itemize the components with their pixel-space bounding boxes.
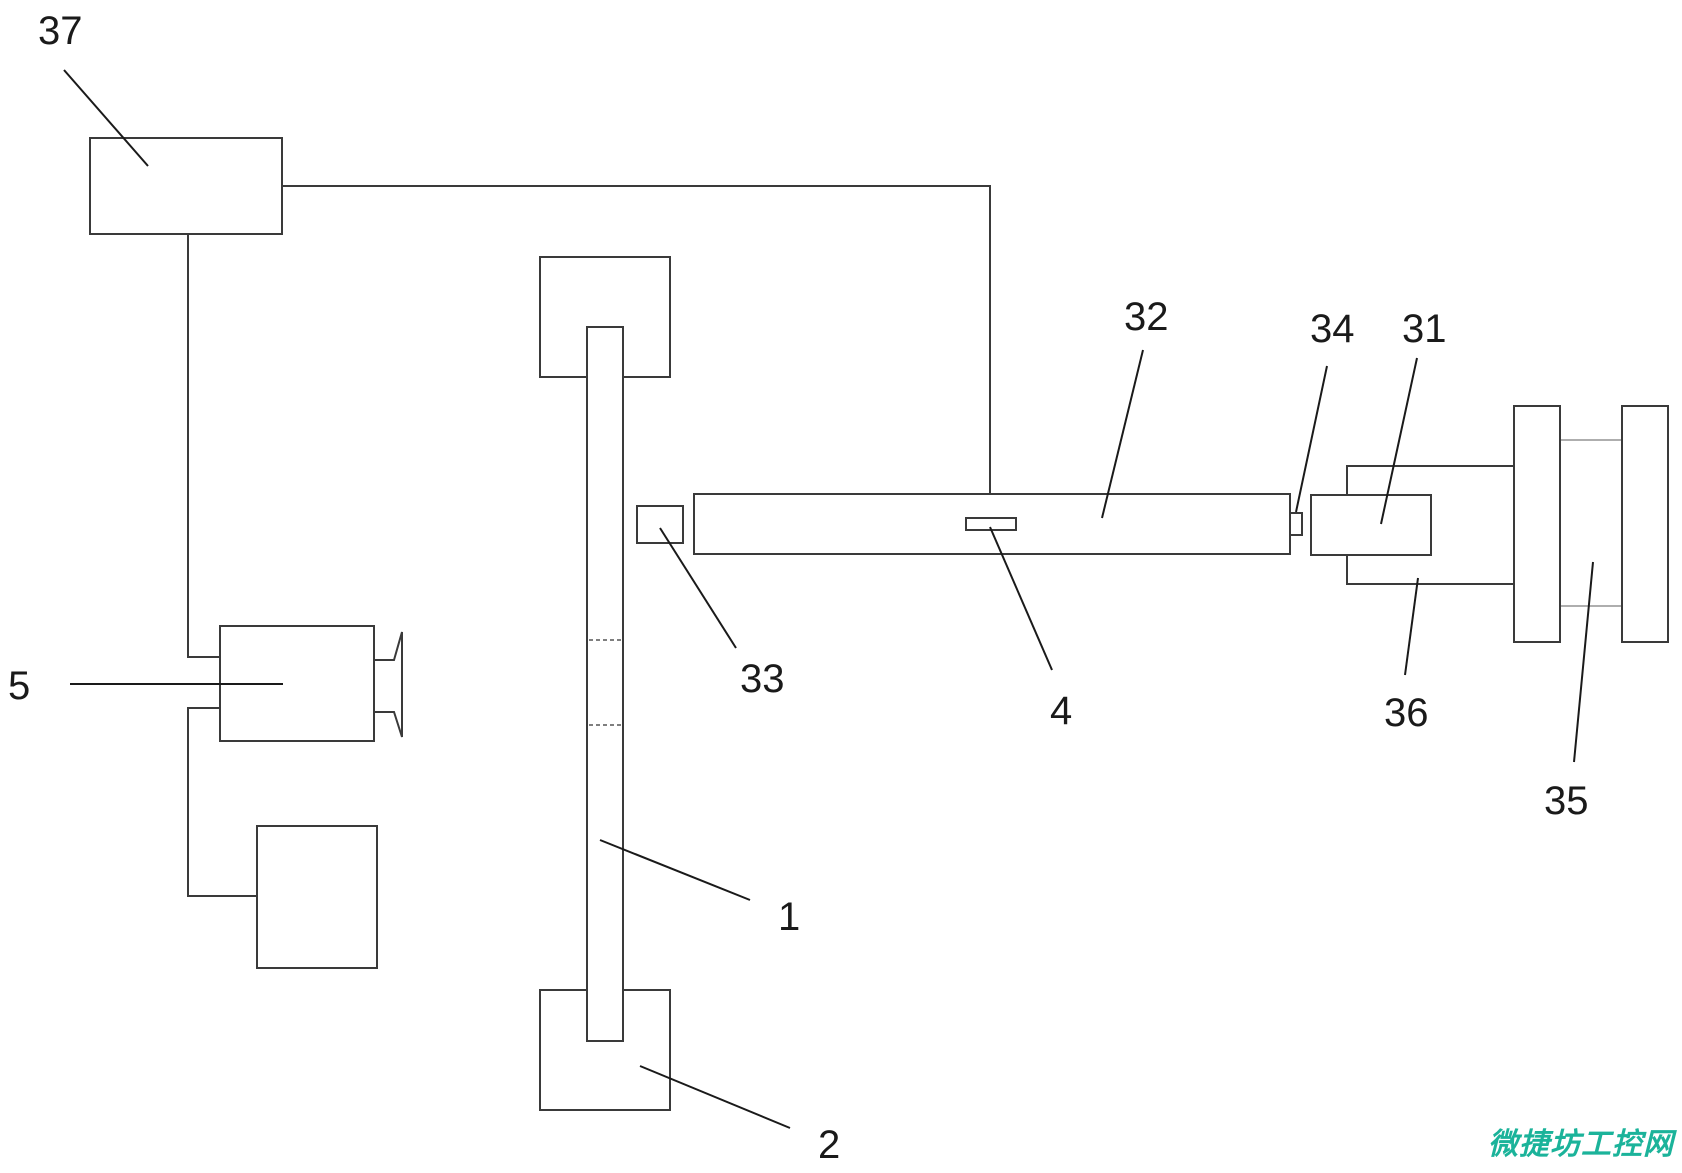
label-37: 37 <box>38 9 83 53</box>
impact-head <box>636 505 684 544</box>
leader-34 <box>1295 365 1328 513</box>
label-5: 5 <box>8 664 30 708</box>
leader-33 <box>659 527 737 649</box>
camera-lens <box>373 631 403 738</box>
frame-left-plate <box>1513 405 1561 643</box>
frame-right-plate <box>1621 405 1669 643</box>
signal-wire-to-camera <box>187 234 220 658</box>
leader-35 <box>1573 561 1594 763</box>
label-32: 32 <box>1124 295 1169 339</box>
leader-2 <box>639 1065 791 1129</box>
label-35: 35 <box>1544 779 1589 823</box>
label-31: 31 <box>1402 307 1447 351</box>
label-33: 33 <box>740 657 785 701</box>
signal-wire-to-sensor <box>282 185 991 518</box>
leader-1 <box>599 839 751 901</box>
piston-block <box>1310 494 1432 556</box>
display-box <box>256 825 378 969</box>
leader-36 <box>1404 577 1419 676</box>
coupling-element <box>1289 512 1303 536</box>
label-36: 36 <box>1384 691 1429 735</box>
leader-31 <box>1380 357 1418 525</box>
control-unit-box <box>89 137 283 235</box>
label-1: 1 <box>778 895 800 939</box>
test-strip <box>586 326 624 1042</box>
leader-4 <box>989 526 1053 671</box>
label-2: 2 <box>818 1123 840 1167</box>
label-4: 4 <box>1050 689 1072 733</box>
site-watermark: 微捷坊工控网 <box>1488 1127 1674 1162</box>
signal-wire-to-display <box>187 707 257 897</box>
leader-32 <box>1101 349 1144 519</box>
leader-37 <box>63 69 149 167</box>
label-34: 34 <box>1310 307 1355 351</box>
